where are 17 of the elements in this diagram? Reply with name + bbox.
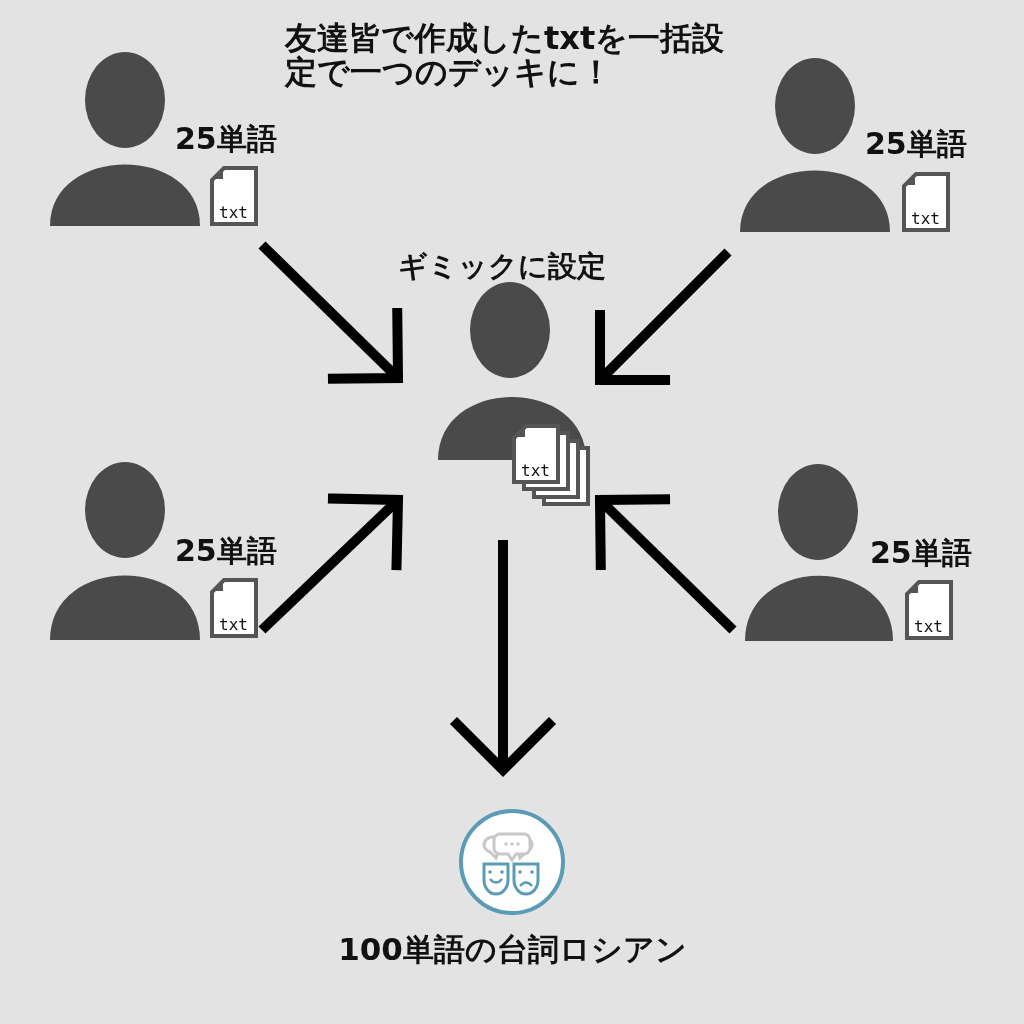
txt-file: txt <box>905 580 953 640</box>
word-count: 25単語 <box>870 536 972 569</box>
arrow <box>452 540 554 775</box>
word-count: 25単語 <box>175 534 277 567</box>
txt-file: txt <box>512 424 560 484</box>
arrow <box>595 494 737 634</box>
arrow <box>595 248 732 385</box>
heading: ギミックに設定 <box>398 251 606 283</box>
title: 友達皆で作成したtxtを一括設定で一つのデッキに！ <box>285 22 726 90</box>
txt-file: txt <box>210 578 258 638</box>
node-label: 100単語の台詞ロシアン <box>337 932 688 967</box>
arrow <box>258 493 403 634</box>
word-count: 25単語 <box>175 122 277 155</box>
txt-file: txt <box>210 166 258 226</box>
txt-file: txt <box>902 172 950 232</box>
arrow <box>258 241 403 384</box>
word-count: 25単語 <box>865 127 967 160</box>
